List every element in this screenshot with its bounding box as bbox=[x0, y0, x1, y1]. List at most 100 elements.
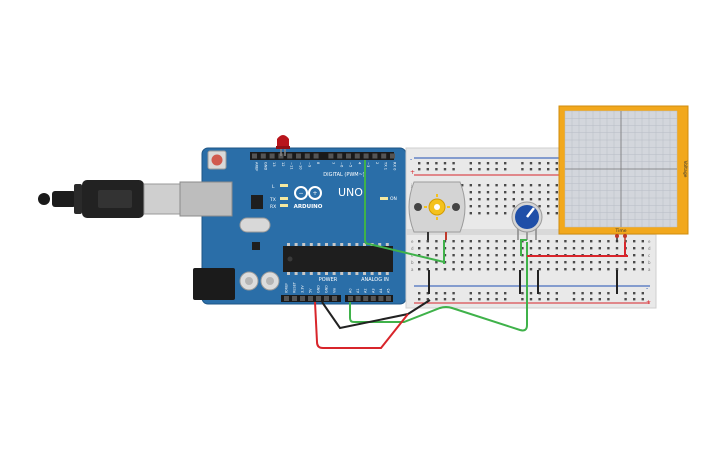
status-leds bbox=[280, 184, 388, 207]
power-pin-label: GND bbox=[325, 285, 329, 293]
row-letter: c bbox=[648, 253, 650, 258]
row-letter: c bbox=[411, 253, 413, 258]
digital-pin-label: 2 bbox=[375, 162, 379, 164]
digital-pin-hole[interactable] bbox=[252, 153, 257, 159]
analog-pin-label: A1 bbox=[356, 289, 360, 293]
row-letter: e bbox=[411, 239, 414, 244]
analog-pin-label: A2 bbox=[364, 289, 368, 293]
analog-pin-label: A3 bbox=[371, 289, 375, 293]
digital-pin-hole[interactable] bbox=[328, 153, 334, 159]
digital-pin-label: ~9 bbox=[307, 162, 311, 168]
digital-pin-label: 4 bbox=[357, 162, 361, 165]
analog-pin-hole[interactable] bbox=[370, 296, 376, 301]
analog-pin-hole[interactable] bbox=[363, 296, 369, 301]
digital-pin-hole[interactable] bbox=[296, 153, 301, 159]
rail-plus-top: + bbox=[410, 169, 415, 176]
analog-header-label: ANALOG IN bbox=[361, 277, 389, 283]
power-pin-hole[interactable] bbox=[292, 296, 297, 301]
rail-minus-top: - bbox=[410, 156, 412, 163]
digital-pin-label: 13 bbox=[272, 162, 276, 167]
row-letter: b bbox=[648, 260, 651, 265]
digital-pin-hole[interactable] bbox=[354, 153, 360, 159]
svg-text:+: + bbox=[312, 190, 317, 197]
analog-pin-hole[interactable] bbox=[348, 296, 353, 301]
power-pin-label: RESET bbox=[293, 281, 297, 293]
row-letter: j bbox=[410, 183, 412, 188]
digital-pin-label: 7 bbox=[331, 162, 335, 164]
led-tx-label: TX bbox=[269, 197, 276, 203]
row-letter: b bbox=[411, 260, 414, 265]
power-pin-label: 3.3V bbox=[301, 285, 305, 293]
analog-pin-hole[interactable] bbox=[378, 296, 384, 301]
digital-pin-hole[interactable] bbox=[372, 153, 378, 159]
red-led-icon[interactable] bbox=[276, 135, 290, 156]
digital-pin-hole[interactable] bbox=[346, 153, 351, 159]
wires[interactable] bbox=[314, 160, 628, 349]
digital-pin-hole[interactable] bbox=[269, 153, 275, 159]
regulator-chip bbox=[252, 242, 260, 250]
digital-pin-label: AREF bbox=[255, 162, 259, 171]
digital-pin-label: TX 1 bbox=[384, 161, 388, 170]
wire-green-digital[interactable] bbox=[364, 160, 445, 263]
power-pin-hole[interactable] bbox=[284, 296, 289, 301]
led-rx-label: RX bbox=[270, 204, 276, 210]
power-pin-hole[interactable] bbox=[316, 296, 321, 301]
digital-pin-label: ~5 bbox=[349, 162, 353, 167]
wire-green-scope[interactable] bbox=[520, 239, 527, 256]
potentiometer-icon[interactable] bbox=[511, 201, 543, 240]
on-label: ON bbox=[390, 196, 397, 202]
digital-pin-holes bbox=[252, 153, 395, 159]
reset-button[interactable] bbox=[207, 150, 227, 170]
wire-red-5v[interactable] bbox=[314, 301, 409, 349]
row-letter: d bbox=[648, 246, 651, 251]
digital-pin-label: 12 bbox=[281, 162, 285, 167]
digital-pin-hole[interactable] bbox=[260, 153, 266, 159]
arduino-logo-icon: − + bbox=[294, 186, 322, 200]
atmega-chip bbox=[283, 246, 393, 272]
wire-green-analog[interactable] bbox=[349, 242, 528, 332]
scope-x-label: Time bbox=[614, 228, 626, 234]
power-pin-hole[interactable] bbox=[324, 296, 329, 301]
rail-minus-bottom: - bbox=[646, 285, 648, 292]
digital-pin-hole[interactable] bbox=[363, 153, 369, 159]
digital-pin-hole[interactable] bbox=[381, 153, 387, 159]
dc-motor-icon[interactable] bbox=[408, 181, 466, 240]
digital-pin-hole[interactable] bbox=[304, 153, 310, 159]
digital-pin-hole[interactable] bbox=[337, 153, 343, 159]
analog-pin-label: A5 bbox=[387, 289, 391, 293]
wire-black-gnd[interactable] bbox=[321, 299, 431, 330]
brand-label: ARDUINO bbox=[294, 204, 323, 210]
capacitors bbox=[239, 271, 280, 291]
analog-pin-hole[interactable] bbox=[386, 296, 391, 301]
usb-cable-icon[interactable] bbox=[38, 180, 181, 218]
row-letter: d bbox=[411, 246, 414, 251]
power-pin-hole[interactable] bbox=[308, 296, 313, 301]
oscilloscope[interactable]: Time Voltage bbox=[558, 105, 689, 242]
power-pin-label: IOREF bbox=[285, 283, 289, 293]
analog-pin-label: A4 bbox=[379, 289, 383, 293]
digital-pin-label: RX 0 bbox=[393, 162, 397, 171]
power-pin-hole[interactable] bbox=[332, 296, 337, 301]
rail-plus-bottom: + bbox=[646, 299, 651, 306]
model-label: UNO bbox=[338, 186, 363, 199]
row-letter: a bbox=[411, 267, 414, 272]
usb-chip bbox=[251, 195, 263, 209]
digital-header-strip bbox=[250, 152, 394, 160]
digital-pin-hole[interactable] bbox=[390, 153, 395, 159]
row-letter: e bbox=[648, 239, 651, 244]
digital-pin-label: GND bbox=[263, 162, 267, 170]
usb-socket bbox=[179, 181, 233, 217]
digital-pin-hole[interactable] bbox=[313, 153, 319, 159]
digital-pin-label: ~6 bbox=[340, 162, 344, 168]
crystal-oscillator bbox=[239, 217, 271, 233]
digital-pin-label: ~11 bbox=[290, 162, 294, 170]
power-pin-hole[interactable] bbox=[300, 296, 305, 301]
power-header-label: POWER bbox=[319, 277, 338, 283]
analog-pin-hole[interactable] bbox=[355, 296, 361, 301]
digital-pin-hole[interactable] bbox=[287, 153, 293, 159]
digital-pin-label: ~10 bbox=[299, 162, 303, 170]
analog-pin-label: A0 bbox=[349, 289, 353, 293]
